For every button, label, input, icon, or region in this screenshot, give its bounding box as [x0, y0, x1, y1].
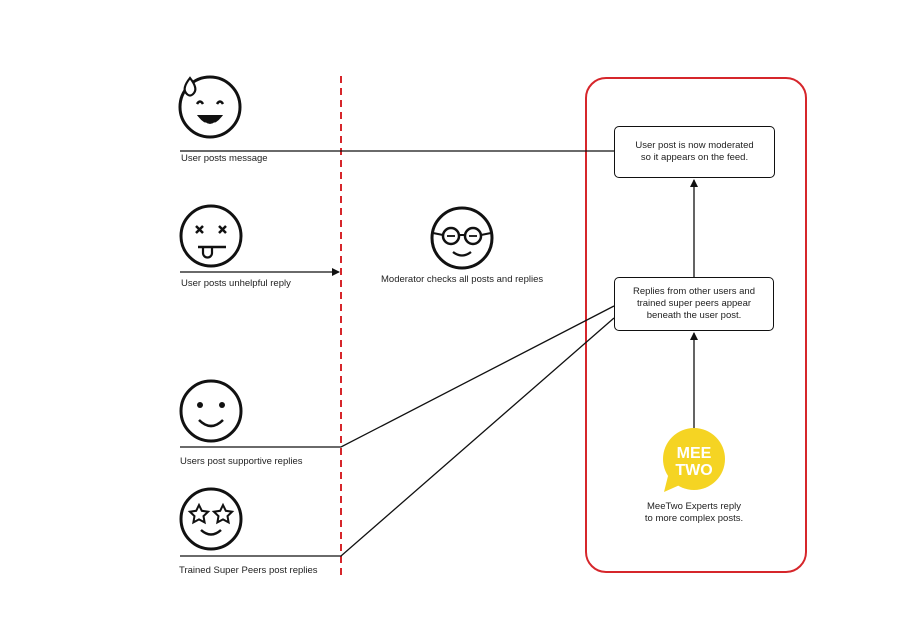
meetwo-logo-icon: MEE TWO	[663, 428, 725, 492]
box-replies-appear: Replies from other users and trained sup…	[614, 277, 774, 331]
connector-supportive	[180, 305, 615, 448]
label-experts-line2: to more complex posts.	[644, 513, 744, 524]
label-experts-line1: MeeTwo Experts reply	[647, 501, 741, 512]
label-user-posts-unhelpful: User posts unhelpful reply	[181, 278, 291, 289]
box-replies-line2: trained super peers appear	[636, 298, 752, 309]
logo-text-line1: MEE	[677, 445, 712, 462]
logo-text-line2: TWO	[675, 462, 712, 479]
label-moderator: Moderator checks all posts and replies	[381, 274, 544, 285]
connector-super-peers	[180, 317, 615, 557]
sweat-smile-icon	[178, 75, 242, 139]
label-user-posts-message: User posts message	[181, 153, 268, 164]
label-experts: MeeTwo Experts reply to more complex pos…	[634, 501, 754, 525]
box-moderated-line2: so it appears on the feed.	[640, 152, 749, 163]
label-users-post-supportive: Users post supportive replies	[180, 456, 303, 467]
dizzy-tongue-icon	[179, 204, 243, 268]
glasses-face-icon	[430, 206, 494, 270]
moderated-feed-container	[585, 77, 807, 573]
box-post-moderated: User post is now moderated so it appears…	[614, 126, 775, 178]
label-trained-super-peers: Trained Super Peers post replies	[179, 565, 318, 576]
box-replies-line3: beneath the user post.	[646, 310, 742, 321]
box-moderated-line1: User post is now moderated	[635, 140, 754, 151]
star-eyes-icon	[179, 487, 243, 551]
box-replies-line1: Replies from other users and	[633, 286, 755, 297]
smile-icon	[179, 379, 243, 443]
